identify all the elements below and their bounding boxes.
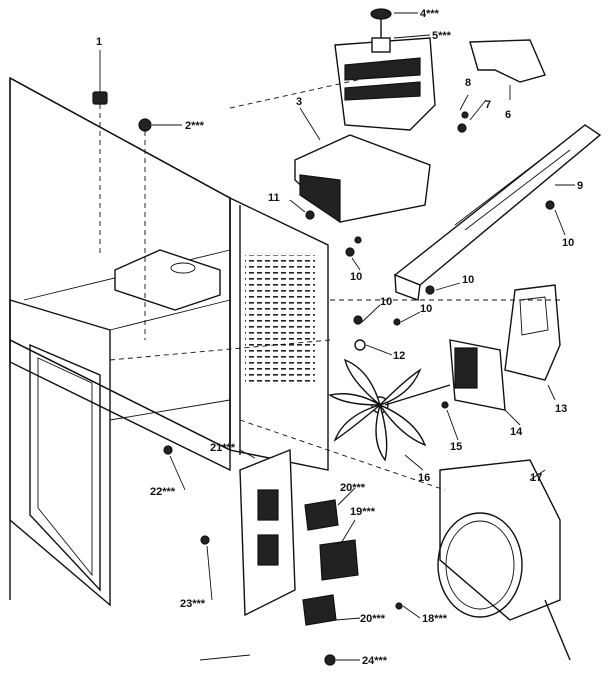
fan-blade [328,358,427,462]
switch-20-upper [304,499,339,531]
rail-bracket [393,124,602,301]
callout-10-e: 10 [420,303,432,315]
callout-18: 18*** [422,613,448,625]
callout-10-a: 10 [562,237,574,249]
callout-16: 16 [418,472,430,484]
callout-17: 17 [530,472,542,484]
callout-8: 8 [465,77,471,89]
callout-4: 4*** [420,8,440,20]
callout-5: 5*** [432,30,452,42]
callout-1: 1 [96,36,102,48]
oven-cavity [9,76,231,607]
fan-motor [384,339,506,411]
vent-panel [229,196,329,471]
callout-10-b: 10 [350,271,362,283]
callout-20-upper: 20*** [340,482,366,494]
callout-10-d: 10 [380,296,392,308]
callout-24: 24*** [362,655,388,667]
callout-15: 15 [450,441,462,453]
callout-14: 14 [510,426,523,438]
callout-labels: 1 2*** 3 4*** 5*** 6 7 8 9 10 10 10 10 1… [96,8,583,667]
callout-22: 22*** [150,486,176,498]
callout-12: 12 [393,350,405,362]
fan-shroud [437,459,571,661]
callout-10-c: 10 [462,274,474,286]
callout-3: 3 [296,96,302,108]
bracket-6 [469,39,546,83]
callout-13: 13 [555,403,567,415]
waveguide-bracket [114,249,221,311]
magnetron [334,8,436,131]
callout-7: 7 [485,99,491,111]
waveguide-cover [294,134,431,224]
callout-6: 6 [505,109,511,121]
callout-19: 19*** [350,506,376,518]
callout-23: 23*** [180,598,206,610]
callout-9: 9 [577,180,583,192]
callout-11: 11 [268,192,280,204]
switch-19 [319,539,359,581]
callout-2: 2*** [185,120,205,132]
leader-lines [99,12,575,661]
switch-bracket [239,448,296,617]
callout-20-lower: 20*** [360,613,386,625]
callout-21: 21*** [210,442,236,454]
switch-20-lower [302,594,337,626]
motor-bracket [504,284,561,381]
